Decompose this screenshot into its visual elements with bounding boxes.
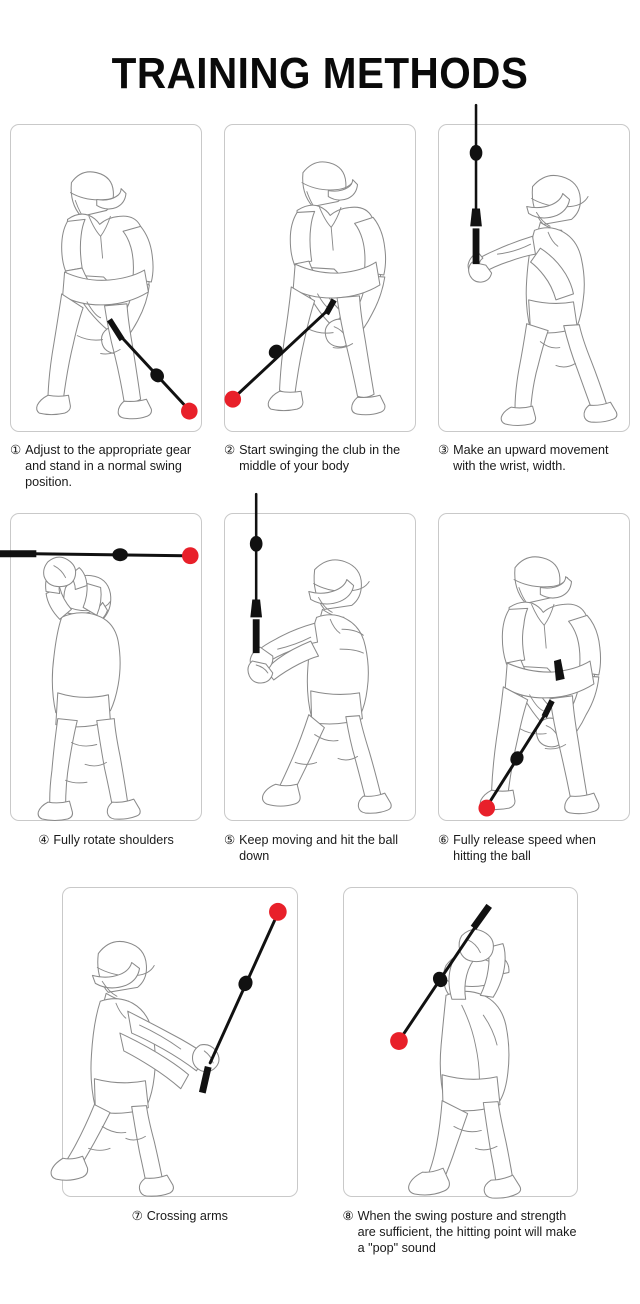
step-cell-3: ③ Make an upward movement with the wrist… xyxy=(438,103,630,491)
step-cell-2: ② Start swinging the club in the middle … xyxy=(224,124,416,491)
step-number-4: ④ xyxy=(38,832,50,847)
step-text-8: When the swing posture and strength are … xyxy=(357,1208,577,1255)
step-text-7: Crossing arms xyxy=(146,1208,228,1223)
golfer-wrist-hinge-figure xyxy=(467,174,618,427)
steps-grid: ① Adjust to the appropriate gear and sta… xyxy=(0,103,640,1257)
golfer-finish-figure xyxy=(407,928,521,1199)
training-club-6 xyxy=(478,659,565,817)
step-text-5: Keep moving and hit the ball down xyxy=(239,832,399,863)
illustration-panel-2 xyxy=(224,124,416,432)
training-club-2 xyxy=(224,298,337,408)
illustration-panel-7 xyxy=(50,886,298,1197)
caption-7: ⑦ Crossing arms xyxy=(62,1209,298,1225)
training-club-7 xyxy=(198,902,287,1094)
step-number-1: ① xyxy=(10,443,22,457)
step-number-7: ⑦ xyxy=(131,1208,143,1223)
step-cell-4: ④ Fully rotate shoulders xyxy=(0,512,202,865)
training-club-1 xyxy=(106,318,198,420)
step-cell-6: ⑥ Fully release speed when hitting the b… xyxy=(438,512,630,865)
step-text-6: Fully release speed when hitting the bal… xyxy=(453,832,596,863)
step-text-4: Fully rotate shoulders xyxy=(53,832,174,847)
caption-1: ① Adjust to the appropriate gear and sta… xyxy=(10,443,202,491)
page-title: TRAINING METHODS xyxy=(111,49,529,98)
golfer-address-figure xyxy=(36,171,154,420)
caption-5: ⑤ Keep moving and hit the ball down xyxy=(224,833,416,865)
step-text-1: Adjust to the appropriate gear and stand… xyxy=(25,443,192,489)
training-club-4 xyxy=(0,547,199,565)
step-number-3: ③ xyxy=(438,443,450,457)
golfer-backswing-figure xyxy=(37,556,141,821)
step-cell-5: ⑤ Keep moving and hit the ball down xyxy=(224,492,416,865)
training-club-3 xyxy=(469,103,483,265)
step-text-2: Start swinging the club in the middle of… xyxy=(239,443,401,473)
golfer-downswing-figure xyxy=(247,559,392,814)
step-cell-1: ① Adjust to the appropriate gear and sta… xyxy=(10,124,202,491)
step-number-8: ⑧ xyxy=(342,1208,354,1223)
step-text-3: Make an upward movement with the wrist, … xyxy=(453,443,609,473)
illustration-panel-8 xyxy=(342,886,578,1199)
steps-row-3: ⑦ Crossing arms xyxy=(0,886,640,1257)
step-number-5: ⑤ xyxy=(224,832,236,847)
golfer-takeaway-figure xyxy=(267,161,387,416)
golfer-follow-through-figure xyxy=(50,940,220,1197)
caption-8: ⑧ When the swing posture and strength ar… xyxy=(343,1209,579,1257)
step-number-6: ⑥ xyxy=(438,832,450,847)
caption-4: ④ Fully rotate shoulders xyxy=(10,833,202,849)
step-number-2: ② xyxy=(224,443,236,457)
illustration-panel-6 xyxy=(438,512,630,821)
step-cell-8: ⑧ When the swing posture and strength ar… xyxy=(342,886,579,1257)
training-club-5 xyxy=(249,492,263,654)
illustration-panel-3 xyxy=(438,103,630,432)
step-cell-7: ⑦ Crossing arms xyxy=(50,886,298,1257)
caption-2: ② Start swinging the club in the middle … xyxy=(224,443,416,475)
caption-6: ⑥ Fully release speed when hitting the b… xyxy=(438,833,630,865)
steps-row-1: ① Adjust to the appropriate gear and sta… xyxy=(0,103,640,491)
steps-row-2: ④ Fully rotate shoulders xyxy=(0,492,640,865)
illustration-panel-5 xyxy=(224,492,416,821)
caption-3: ③ Make an upward movement with the wrist… xyxy=(438,443,630,475)
illustration-panel-4 xyxy=(0,512,202,821)
illustration-panel-1 xyxy=(10,124,202,432)
golfer-impact-figure xyxy=(479,556,602,815)
training-club-8 xyxy=(389,903,492,1050)
